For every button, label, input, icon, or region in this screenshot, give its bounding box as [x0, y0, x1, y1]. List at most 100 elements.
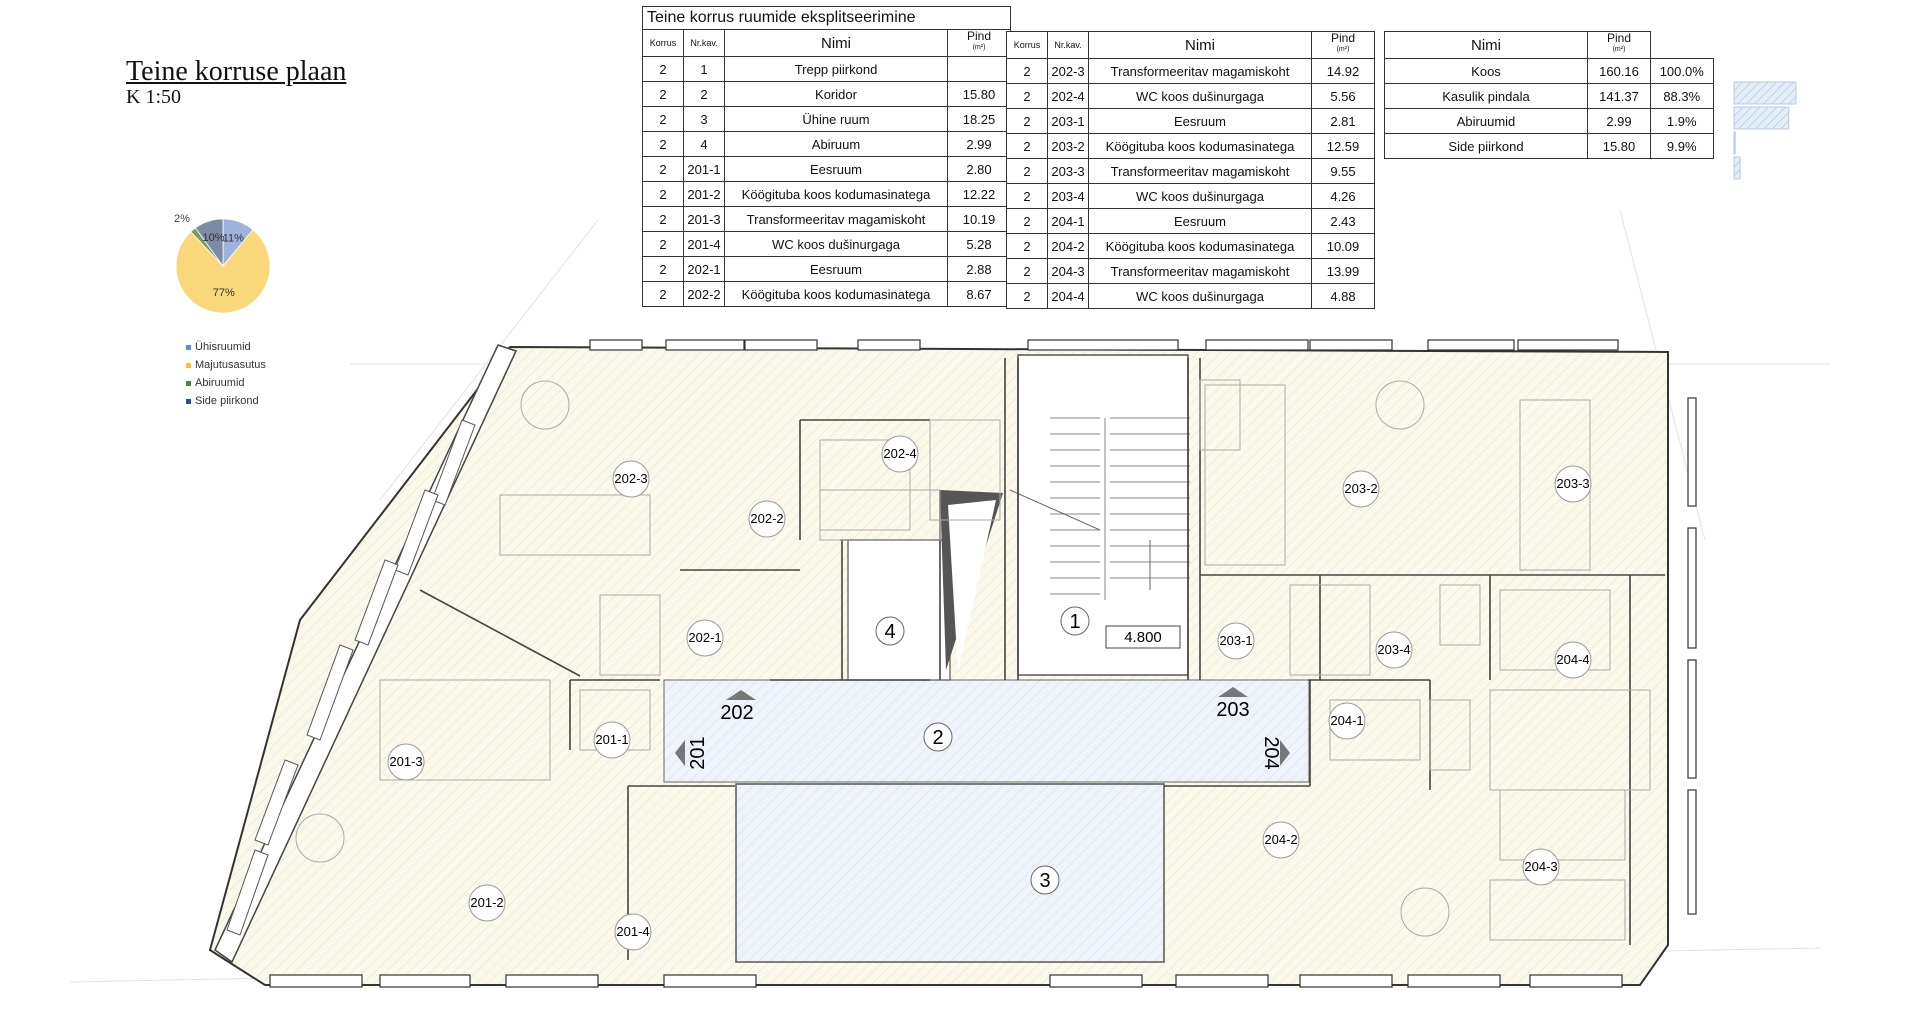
room-label: 203-2: [1344, 481, 1377, 496]
cell-nr: 204-2: [1047, 233, 1089, 259]
shaft-inner: [948, 500, 996, 672]
pie-slice: [175, 229, 271, 314]
pie-label: 11%: [223, 232, 244, 244]
room-label: 201-3: [389, 754, 422, 769]
col-pind: Pind(m²): [1587, 31, 1651, 59]
cell-pind: 141.37: [1587, 83, 1651, 109]
col-pct: [1650, 31, 1713, 59]
room-marker: [1342, 470, 1380, 508]
room-number-marker: [1060, 606, 1090, 636]
cell-pind: 5.28: [947, 231, 1011, 257]
summary-bar: [1733, 106, 1790, 130]
cell-pind: 9.55: [1311, 158, 1375, 184]
room-label: 201-2: [470, 895, 503, 910]
cell-nr: 2: [683, 81, 725, 107]
cell-nr: 202-3: [1047, 58, 1089, 84]
pie-label-2: 2%: [174, 213, 190, 225]
legend-swatch: [186, 398, 191, 404]
cell-pct: 9.9%: [1650, 133, 1714, 159]
cell-korrus: 2: [1006, 183, 1048, 209]
room-table-left: Teine korrus ruumide eksplitseerimine Ko…: [642, 6, 1011, 307]
room-number: 4: [884, 621, 895, 643]
summary-bar: [1733, 131, 1736, 155]
cell-nimi: Köögituba koos kodumasinatega: [724, 281, 948, 307]
room-label: 203-4: [1377, 642, 1410, 657]
room-label: 201-4: [616, 924, 649, 939]
cell-pind: 18.25: [947, 106, 1011, 132]
legend-label: Ühisruumid: [195, 341, 251, 353]
pie-slice: [194, 218, 224, 268]
legend-item: Majutusasutus: [186, 356, 266, 374]
room-marker: [1522, 848, 1560, 886]
cell-korrus: 2: [1006, 233, 1048, 259]
room-marker: [593, 721, 631, 759]
cell-nimi: Transformeeritav magamiskoht: [1088, 58, 1312, 84]
section-mark-202: 202: [720, 702, 753, 724]
common-room-3: [735, 783, 1165, 963]
plan-title: Teine korruse plaan: [126, 56, 347, 87]
room-label: 204-2: [1264, 832, 1297, 847]
legend-label: Side piirkond: [195, 395, 259, 407]
room-label: 203-3: [1556, 476, 1589, 491]
cell-pind: 2.99: [947, 131, 1011, 157]
cell-nr: 202-1: [683, 256, 725, 282]
cell-nimi: Eesruum: [1088, 108, 1312, 134]
cell-pind: 14.92: [1311, 58, 1375, 84]
section-marks: 202 203 201 204: [675, 687, 1290, 770]
cell-pind: 2.99: [1587, 108, 1651, 134]
cell-korrus: 2: [1006, 133, 1048, 159]
room-marker: [1262, 821, 1300, 859]
legend-item: Ühisruumid: [186, 338, 266, 356]
col-korrus: Korrus: [1006, 31, 1048, 59]
cell-pind: 10.19: [947, 206, 1011, 232]
room-marker: [1554, 641, 1592, 679]
cell-nimi: Transformeeritav magamiskoht: [1088, 258, 1312, 284]
cell-pind: 2.80: [947, 156, 1011, 182]
col-nimi: Nimi: [1088, 31, 1312, 59]
cell-nimi: Köögituba koos kodumasinatega: [724, 181, 948, 207]
cell-pind: 160.16: [1587, 58, 1651, 84]
room-label: 204-3: [1524, 859, 1557, 874]
room-number: 2: [932, 727, 943, 749]
room-marker: [387, 743, 425, 781]
cell-nimi: Köögituba koos kodumasinatega: [1088, 233, 1312, 259]
cell-pind: 2.43: [1311, 208, 1375, 234]
legend-swatch: [186, 344, 191, 350]
cell-korrus: 2: [642, 156, 684, 182]
room-table-caption: Teine korrus ruumide eksplitseerimine: [642, 6, 1011, 29]
room-label: 203-1: [1219, 633, 1252, 648]
legend-label: Abiruumid: [195, 377, 245, 389]
cell-nr: 3: [683, 106, 725, 132]
room-label: 201-1: [595, 732, 628, 747]
room-label: 204-1: [1330, 713, 1363, 728]
cell-pind: 4.88: [1311, 283, 1375, 309]
diagonal-windows: [226, 419, 476, 936]
room-label: 202-2: [750, 511, 783, 526]
room-marker: [748, 500, 786, 538]
level-value: 4.800: [1124, 629, 1162, 646]
room-label: 202-3: [614, 471, 647, 486]
room-marker: [881, 435, 919, 473]
stairs: [1009, 417, 1190, 600]
cell-nr: 204-4: [1047, 283, 1089, 309]
cell-korrus: 2: [642, 106, 684, 132]
room-marker: [686, 619, 724, 657]
cell-nimi: Trepp piirkond: [724, 56, 948, 82]
section-mark-204: 204: [1260, 736, 1282, 769]
section-mark-201: 201: [687, 736, 709, 769]
cell-pind: 2.88: [947, 256, 1011, 282]
